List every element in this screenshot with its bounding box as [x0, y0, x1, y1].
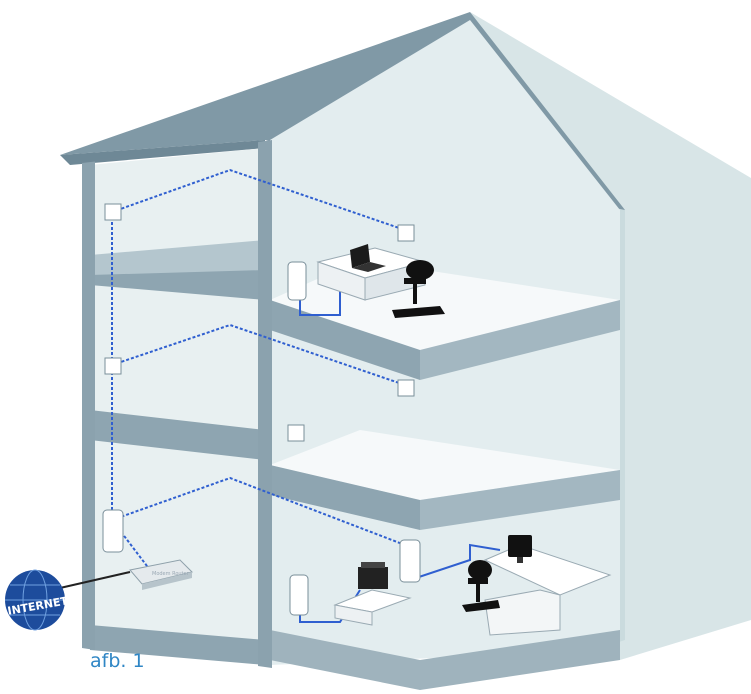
figure-caption: afb. 1 — [90, 650, 145, 672]
interior-left — [90, 148, 265, 660]
printer-icon — [358, 562, 388, 589]
router-label: Modem Router — [152, 571, 190, 577]
